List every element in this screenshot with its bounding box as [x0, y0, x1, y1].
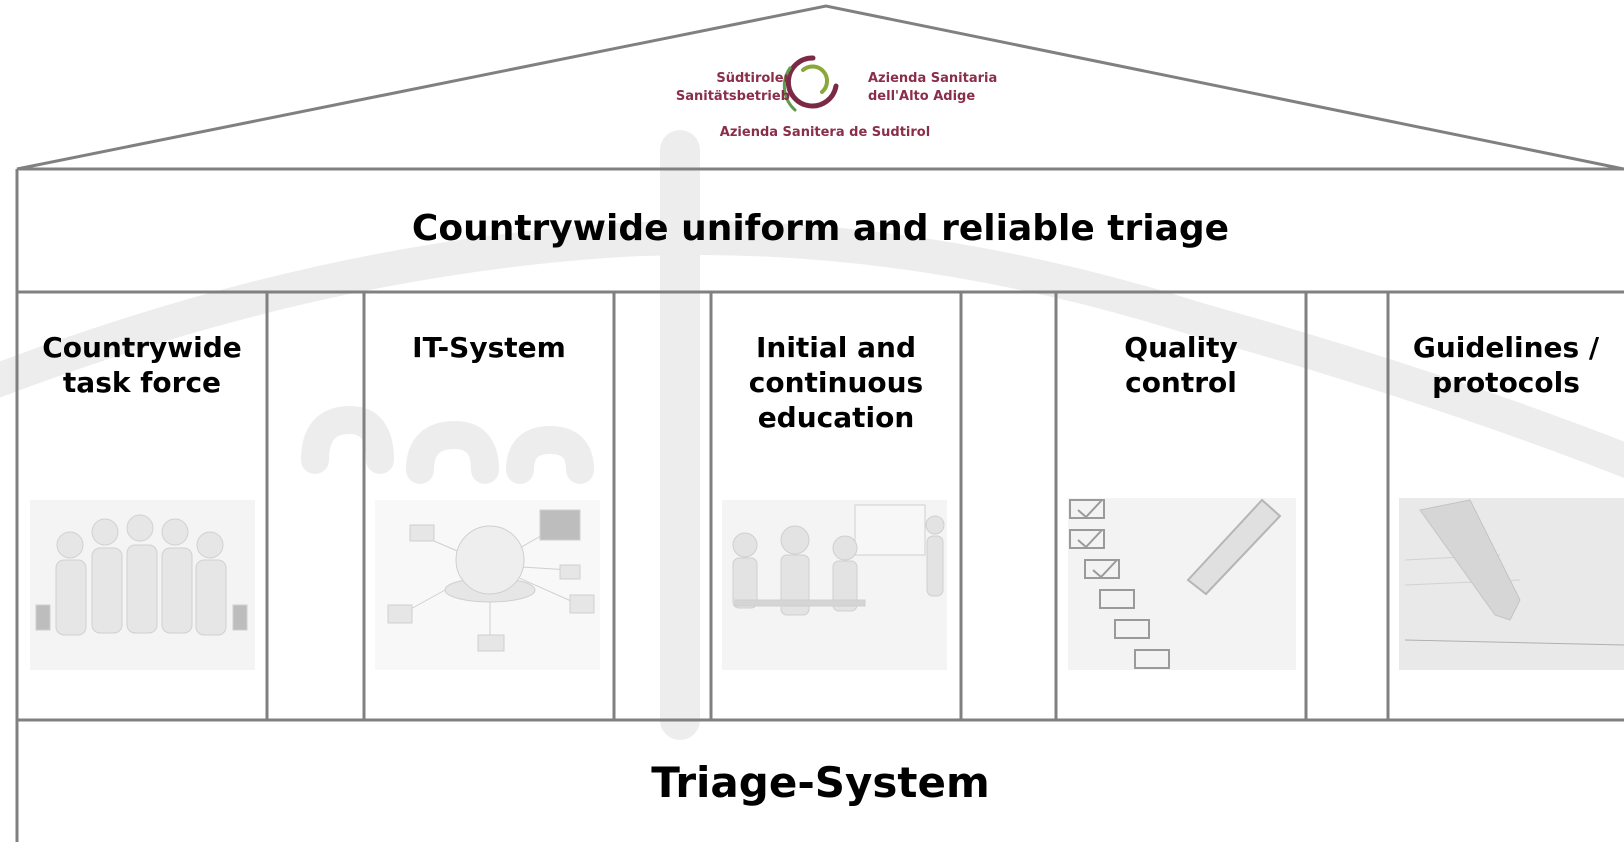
pillar-label-task-force: Countrywide task force	[42, 331, 242, 399]
roof-title: Countrywide uniform and reliable triage	[411, 208, 1230, 249]
roof-triangle	[16, 4, 1624, 171]
logo-text-bottom: Azienda Sanitera de Sudtirol	[719, 125, 931, 140]
classroom-icon	[722, 500, 947, 670]
logo-left-line-1: Südtiroler	[716, 71, 790, 86]
pillar-label-quality-control: Quality control	[1124, 331, 1238, 399]
pillar-label-it-system: IT-System	[412, 331, 566, 364]
people-teamwork-icon	[30, 500, 255, 670]
network-globe-icon	[375, 500, 600, 670]
logo-right-line-2: dell'Alto Adige	[868, 89, 976, 104]
pillar-label-guidelines: Guidelines / protocols	[1412, 331, 1600, 399]
logo-right-line-1: Azienda Sanitaria	[868, 71, 998, 86]
checklist-pen-icon	[1068, 498, 1296, 670]
logo-text-right: Azienda Sanitaria dell'Alto Adige	[868, 70, 1038, 106]
pen-document-icon	[1399, 498, 1624, 670]
base-title: Triage-System	[651, 758, 990, 807]
logo-emblem-icon	[782, 55, 839, 112]
logo-text-left: Südtiroler Sanitätsbetrieb	[640, 70, 790, 106]
house-frame	[15, 167, 1624, 842]
pillar-label-education: Initial and continuous education	[748, 331, 924, 434]
logo-left-line-2: Sanitätsbetrieb	[675, 89, 790, 104]
